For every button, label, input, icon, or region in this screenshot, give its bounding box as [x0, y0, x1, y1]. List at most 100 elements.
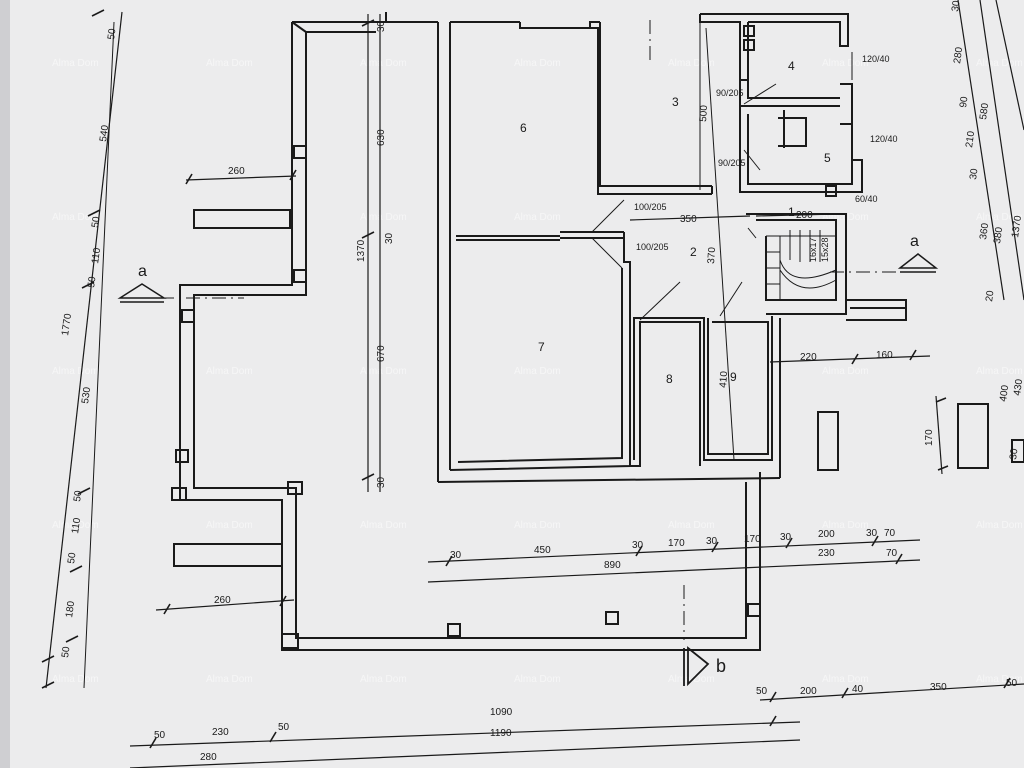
svg-text:40: 40 — [852, 684, 864, 695]
svg-text:200: 200 — [800, 686, 817, 697]
svg-text:30: 30 — [384, 232, 395, 244]
watermark: Alma Dom — [514, 520, 561, 531]
svg-text:1370: 1370 — [356, 239, 367, 262]
svg-text:90/205: 90/205 — [718, 158, 746, 168]
dims-interior: 260 350 200 500 370 410 220 160 170 — [228, 104, 935, 446]
svg-text:1770: 1770 — [60, 312, 74, 336]
room-6-label: 6 — [520, 121, 527, 135]
room-4-label: 4 — [788, 59, 795, 73]
room-7-label: 7 — [538, 340, 545, 354]
dims-middle: 30 630 30 1370 670 30 — [356, 20, 395, 488]
svg-text:90/205: 90/205 — [716, 88, 744, 98]
svg-text:890: 890 — [604, 560, 621, 571]
watermark: Alma Dom — [976, 520, 1023, 531]
watermark: Alma Dom — [52, 58, 99, 69]
room-1-label: 1 — [788, 205, 795, 219]
dimension-lines — [45, 0, 1024, 768]
watermark: Alma Dom — [668, 520, 715, 531]
svg-text:180: 180 — [64, 600, 77, 618]
svg-text:1090: 1090 — [490, 707, 513, 718]
dims-bottom: 50 230 50 1090 1190 280 50 200 40 350 50 — [154, 678, 1018, 763]
watermark: Alma Dom — [514, 58, 561, 69]
watermark: Alma Dom — [976, 212, 1023, 223]
stair-annotation: 16x17 15x28 — [808, 237, 830, 262]
svg-text:90: 90 — [958, 95, 971, 108]
watermark: Alma Dom — [360, 212, 407, 223]
svg-text:350: 350 — [680, 214, 697, 225]
section-lines — [160, 20, 902, 640]
watermark: Alma Dom — [360, 520, 407, 531]
svg-text:380: 380 — [992, 226, 1005, 244]
svg-text:100/205: 100/205 — [634, 202, 667, 212]
svg-text:170: 170 — [924, 429, 935, 446]
svg-text:450: 450 — [534, 545, 551, 556]
svg-text:370: 370 — [706, 246, 718, 264]
opening-labels: 120/40 120/40 60/40 90/205 90/205 100/20… — [634, 54, 898, 252]
watermark: Alma Dom — [206, 366, 253, 377]
section-marker-a-right: a — [897, 233, 939, 273]
watermark: Alma Dom — [52, 212, 99, 223]
watermark: Alma Dom — [206, 520, 253, 531]
svg-text:50: 50 — [60, 645, 73, 658]
svg-text:30: 30 — [780, 532, 792, 543]
svg-text:540: 540 — [98, 124, 111, 142]
window-slots — [171, 25, 1024, 649]
svg-text:50: 50 — [66, 551, 79, 564]
svg-text:70: 70 — [886, 548, 898, 559]
watermark: Alma Dom — [206, 58, 253, 69]
staircase — [766, 230, 837, 300]
svg-text:50: 50 — [106, 27, 119, 40]
watermark: Alma Dom — [822, 674, 869, 685]
svg-text:30: 30 — [1008, 447, 1021, 460]
svg-text:100/205: 100/205 — [636, 242, 669, 252]
svg-text:30: 30 — [450, 550, 462, 561]
svg-text:260: 260 — [214, 595, 231, 606]
svg-text:50: 50 — [278, 722, 290, 733]
watermark: Alma Dom — [822, 366, 869, 377]
svg-text:530: 530 — [80, 386, 93, 404]
section-marker-b: b — [683, 646, 726, 687]
svg-text:60/40: 60/40 — [855, 194, 878, 204]
room-9-label: 9 — [730, 370, 737, 384]
svg-text:220: 220 — [800, 352, 817, 363]
watermark: Alma Dom — [822, 520, 869, 531]
svg-text:50: 50 — [1006, 678, 1018, 689]
svg-text:a: a — [138, 263, 147, 280]
dims-lower: 30 450 30 170 30 170 30 200 30 70 890 23… — [214, 528, 898, 606]
svg-text:50: 50 — [154, 730, 166, 741]
svg-text:170: 170 — [668, 538, 685, 549]
svg-text:30: 30 — [706, 536, 718, 547]
watermark: Alma Dom — [514, 212, 561, 223]
svg-text:1370: 1370 — [1010, 214, 1024, 238]
svg-text:16x17: 16x17 — [808, 237, 818, 262]
door-swings — [591, 83, 777, 321]
watermark: Alma Dom — [360, 58, 407, 69]
svg-text:260: 260 — [228, 166, 245, 177]
svg-text:200: 200 — [796, 210, 813, 221]
walls — [179, 12, 907, 651]
room-2-label: 2 — [690, 245, 697, 259]
svg-text:110: 110 — [90, 247, 103, 265]
svg-text:350: 350 — [930, 682, 947, 693]
svg-text:30: 30 — [632, 540, 644, 551]
watermark: Alma Dom — [976, 674, 1023, 685]
svg-text:30: 30 — [376, 20, 387, 32]
svg-text:670: 670 — [376, 345, 387, 362]
svg-text:210: 210 — [964, 130, 977, 148]
dimension-ticks — [41, 9, 1011, 749]
watermark: Alma Dom — [668, 58, 715, 69]
svg-text:120/40: 120/40 — [862, 54, 890, 64]
svg-text:360: 360 — [978, 222, 991, 240]
dims-right: 280 90 210 30 360 20 400 30 30 580 380 1… — [950, 0, 1024, 460]
svg-text:30: 30 — [968, 167, 981, 180]
watermark: Alma Dom — [360, 674, 407, 685]
room-8-label: 8 — [666, 372, 673, 386]
svg-text:160: 160 — [876, 350, 893, 361]
watermark: Alma Dom — [976, 366, 1023, 377]
svg-text:230: 230 — [818, 548, 835, 559]
svg-text:70: 70 — [884, 528, 896, 539]
watermark: Alma Dom — [976, 58, 1023, 69]
svg-text:30: 30 — [866, 528, 878, 539]
watermark: Alma Dom — [514, 366, 561, 377]
